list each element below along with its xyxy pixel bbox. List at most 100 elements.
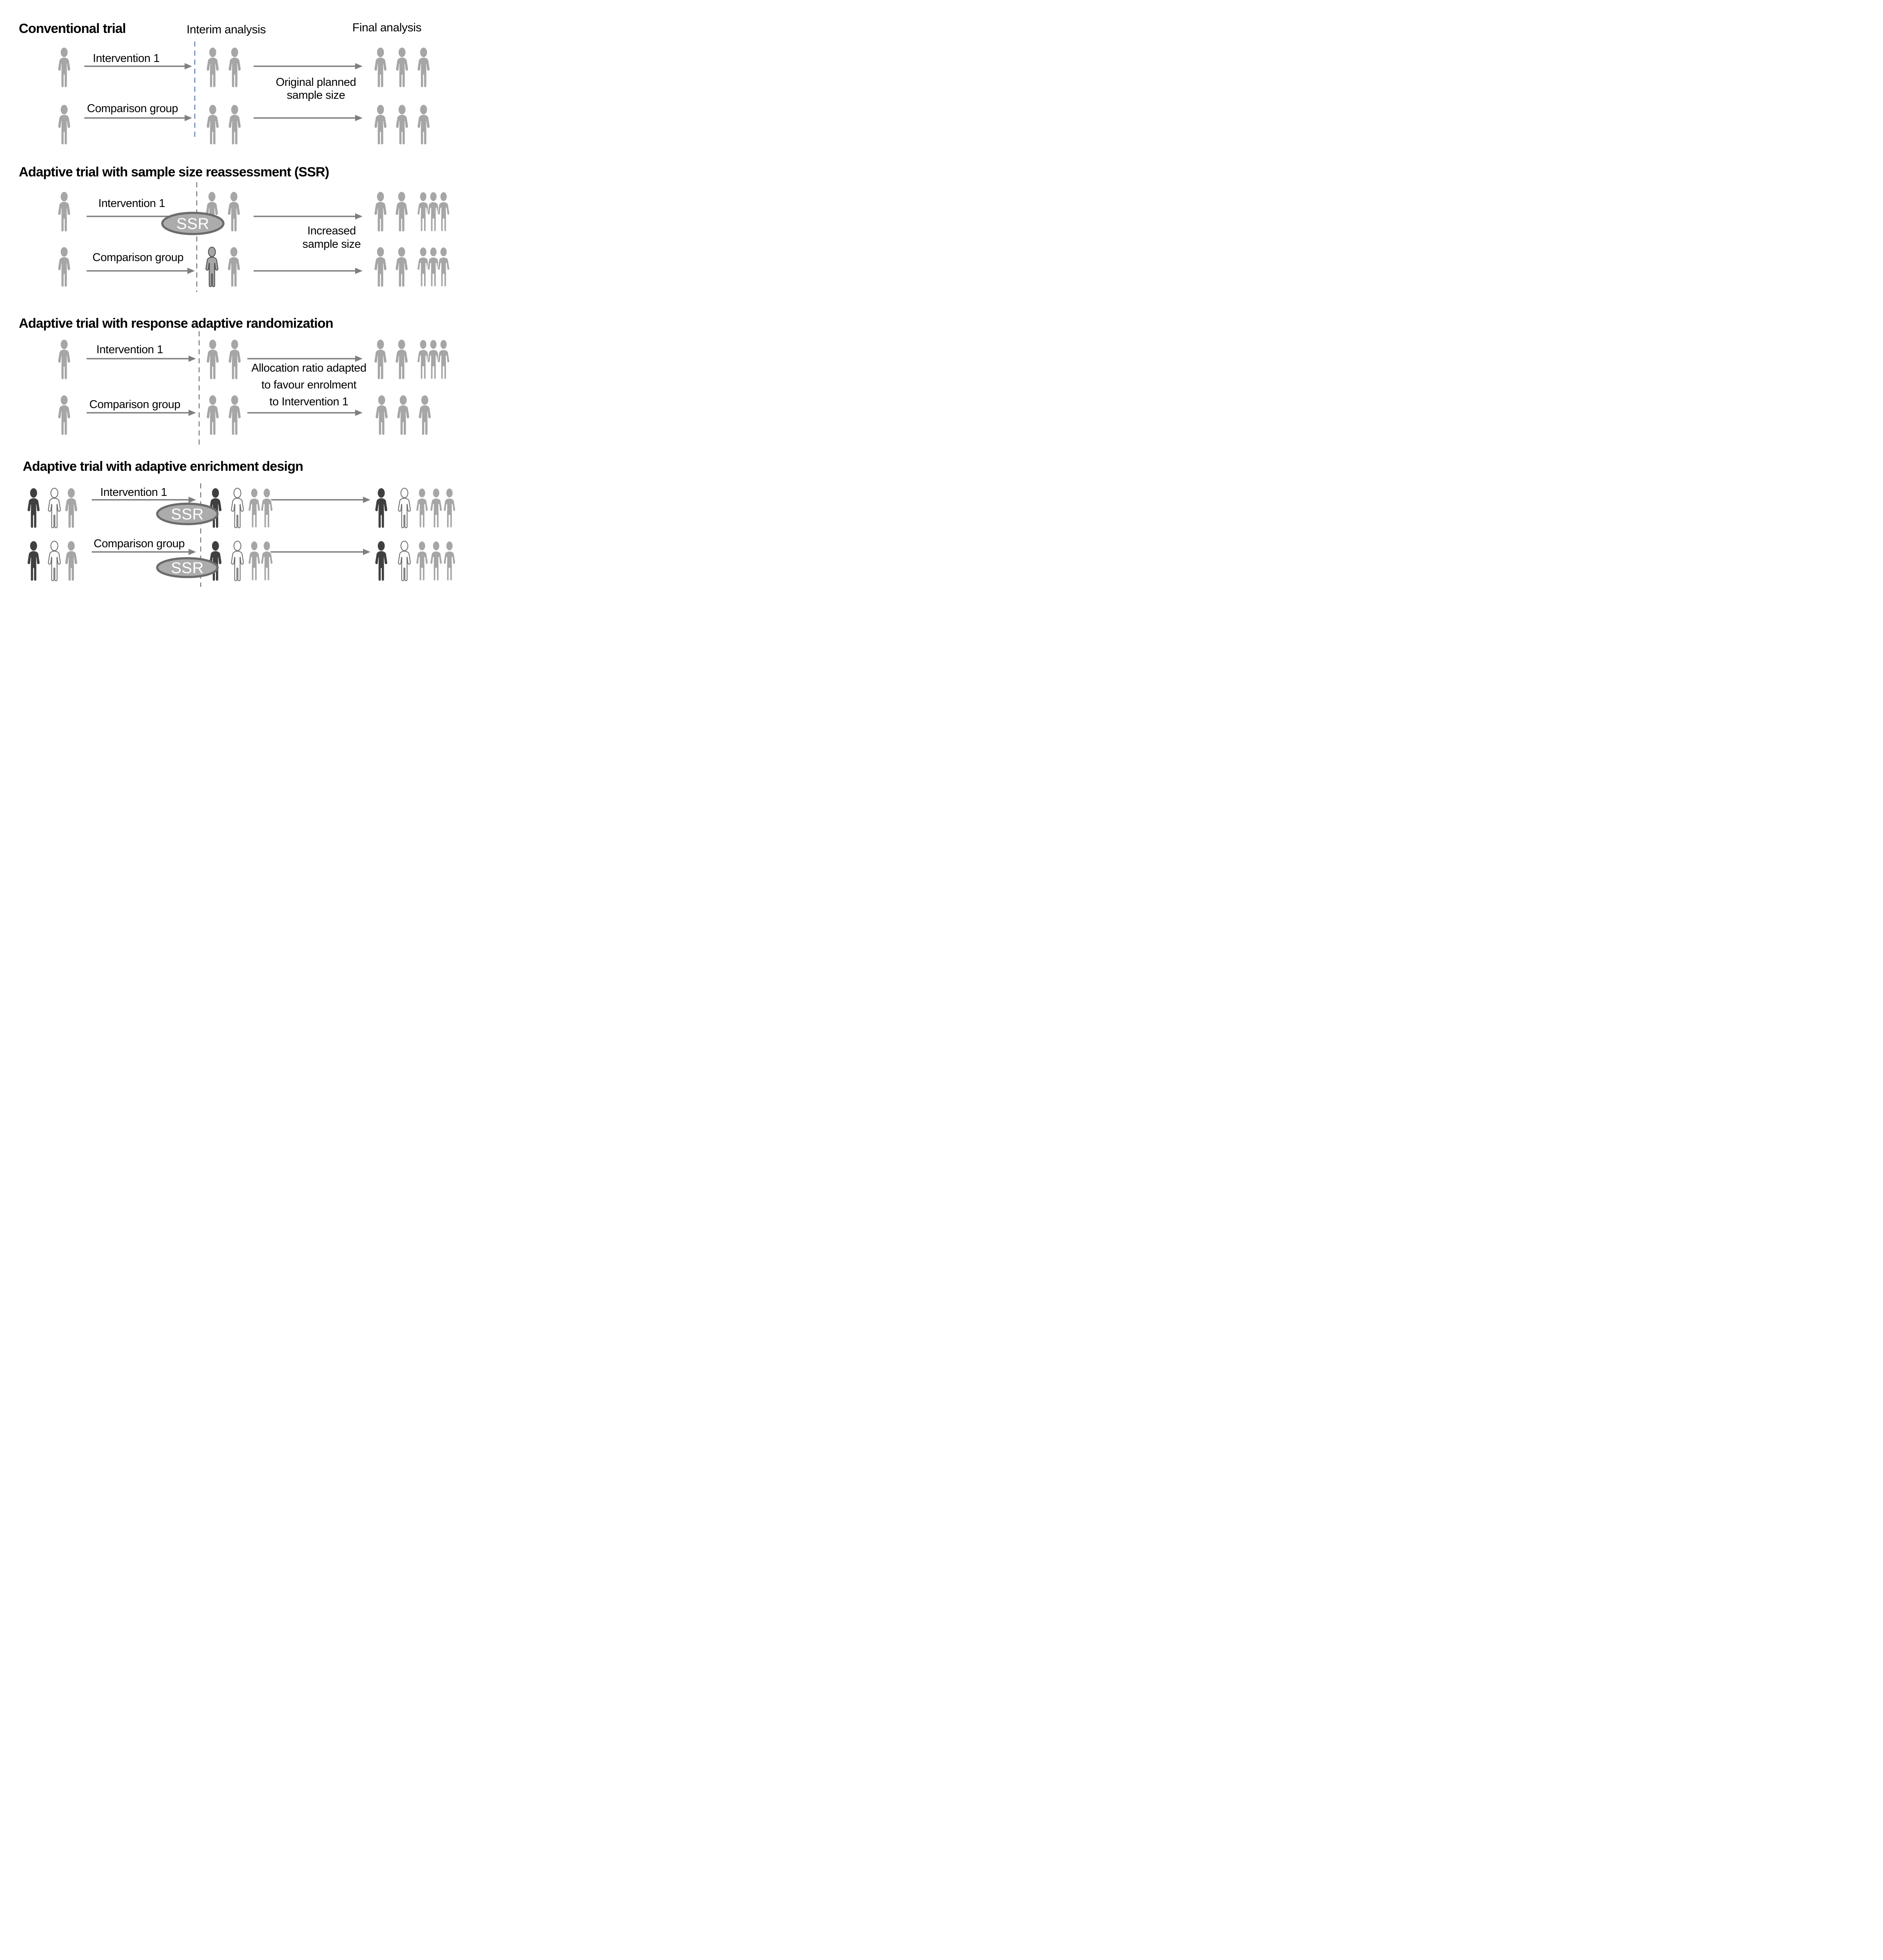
person-icon-gray — [229, 339, 241, 379]
row-label-conventional-trial-comparison: Comparison group — [87, 102, 178, 115]
person-icon-dark — [375, 488, 387, 528]
row-label-rar-trial-intervention: Intervention 1 — [96, 343, 163, 356]
person-icon-gray — [397, 395, 409, 435]
person-icon-gray — [229, 47, 241, 87]
person-icon-gray — [228, 192, 240, 232]
person-icon-white-outline — [231, 541, 244, 581]
person-icon-gray — [229, 395, 241, 435]
arrow-head — [355, 356, 363, 362]
person-icon-gray-cluster — [415, 488, 428, 528]
annotation-line: to Intervention 1 — [269, 396, 348, 408]
row-label-enrichment-trial-intervention: Intervention 1 — [100, 486, 167, 499]
arrow-head — [187, 268, 195, 274]
person-icon-gray — [417, 105, 430, 145]
person-icon-white-outline — [48, 488, 61, 528]
person-icon-gray — [376, 395, 388, 435]
ssr-ellipse — [156, 557, 219, 578]
person-icon-gray — [396, 105, 408, 145]
person-icon-gray — [58, 192, 70, 232]
ssr-label: SSR — [171, 559, 204, 577]
annotation-line: to favour enrolment — [261, 379, 357, 391]
person-icon-gray — [65, 541, 77, 581]
interim-analysis-label: Interim analysis — [187, 23, 266, 36]
arrow-head — [363, 549, 370, 555]
ssr-label: SSR — [176, 215, 209, 232]
ssr-label: SSR — [171, 506, 204, 523]
person-icon-gray-cluster — [437, 247, 450, 287]
person-icon-gray-outlined — [205, 247, 219, 287]
person-icon-gray — [229, 105, 241, 145]
arrow-head — [189, 549, 196, 555]
annotation-line: Allocation ratio adapted — [251, 362, 366, 374]
final-analysis-label: Final analysis — [352, 21, 421, 34]
person-icon-white-outline — [48, 541, 61, 581]
annotation-line: Original planned — [276, 76, 356, 89]
ssr-ellipse — [161, 212, 225, 235]
person-icon-gray — [417, 47, 430, 87]
row-label-rar-trial-comparison: Comparison group — [89, 398, 180, 411]
arrow-head — [355, 410, 363, 416]
diagram-canvas: Interim analysis Final analysis Convention… — [0, 0, 471, 588]
person-icon-gray — [395, 247, 408, 287]
person-icon-gray-cluster — [437, 191, 450, 232]
annotation-line: sample size — [287, 89, 345, 102]
clinical-trial-designs-diagram: Interim analysis Final analysis Convention… — [19, 21, 456, 587]
person-icon-gray — [374, 339, 386, 379]
person-icon-gray — [207, 47, 219, 87]
person-icon-gray — [207, 339, 219, 379]
arrow-head — [355, 268, 363, 274]
section-title-rar-trial: Adaptive trial with response adaptive ra… — [19, 316, 333, 331]
person-icon-dark — [27, 488, 40, 528]
section-title-ssr-trial: Adaptive trial with sample size reassess… — [19, 165, 329, 180]
arrow-head — [189, 410, 196, 416]
row-label-enrichment-trial-comparison: Comparison group — [94, 537, 185, 550]
person-icon-dark — [27, 541, 40, 581]
arrow-head — [185, 115, 192, 121]
annotation-line: sample size — [303, 238, 361, 250]
ssr-ellipse — [156, 503, 219, 525]
person-icon-gray — [58, 247, 70, 287]
person-icon-gray-cluster — [415, 541, 428, 581]
person-icon-gray — [58, 47, 70, 87]
person-icon-gray-cluster — [430, 541, 443, 581]
person-icon-gray-cluster — [260, 541, 273, 581]
person-icon-gray-cluster — [437, 339, 450, 380]
person-icon-gray — [374, 247, 386, 287]
row-label-ssr-trial-intervention: Intervention 1 — [98, 197, 165, 210]
arrow-head — [185, 63, 192, 69]
arrow-head — [355, 213, 363, 220]
person-icon-gray — [395, 192, 408, 232]
person-icon-white-outline — [398, 541, 411, 581]
person-icon-gray — [374, 105, 386, 145]
person-icon-dark — [375, 541, 387, 581]
person-icon-gray — [58, 105, 70, 145]
person-icon-gray-cluster — [430, 488, 443, 528]
person-icon-gray — [419, 395, 431, 435]
arrow-head — [363, 497, 370, 503]
arrow-head — [355, 63, 363, 69]
person-icon-gray — [58, 395, 70, 435]
person-icon-gray — [228, 247, 240, 287]
row-label-conventional-trial-intervention: Intervention 1 — [93, 52, 160, 65]
person-icon-gray — [58, 339, 70, 379]
person-icon-gray-cluster — [260, 488, 273, 528]
person-icon-gray — [395, 339, 408, 379]
annotation-line: Increased — [307, 225, 356, 237]
arrow-head — [189, 497, 196, 503]
person-icon-gray-cluster — [443, 488, 456, 528]
section-title-conventional-trial: Conventional trial — [19, 21, 126, 36]
person-icon-gray — [207, 105, 219, 145]
person-icon-gray — [374, 192, 386, 232]
person-icon-gray — [396, 47, 408, 87]
person-icon-gray — [207, 395, 219, 435]
arrow-head — [189, 356, 196, 362]
person-icon-gray-cluster — [443, 541, 456, 581]
section-title-enrichment-trial: Adaptive trial with adaptive enrichment … — [23, 459, 303, 474]
person-icon-gray-cluster — [248, 541, 261, 581]
person-icon-white-outline — [231, 488, 244, 528]
person-icon-white-outline — [398, 488, 411, 528]
arrow-head — [355, 115, 363, 121]
person-icon-gray — [374, 47, 386, 87]
row-label-ssr-trial-comparison: Comparison group — [93, 251, 183, 264]
person-icon-gray — [65, 488, 77, 528]
